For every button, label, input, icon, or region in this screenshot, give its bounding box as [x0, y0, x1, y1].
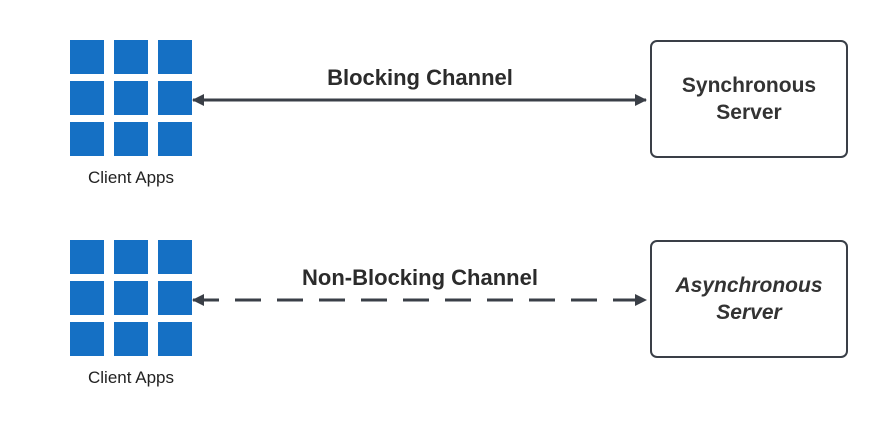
- client-apps-caption: Client Apps: [88, 168, 174, 187]
- client-apps-grid-icon: [70, 40, 192, 162]
- synchronous-server-box: Synchronous Server: [650, 40, 848, 158]
- client-apps-grid-icon: [70, 240, 192, 362]
- non-blocking-channel-label: Non-Blocking Channel: [302, 265, 538, 290]
- asynchronous-server-label: Asynchronous Server: [675, 274, 823, 324]
- blocking-channel-label: Blocking Channel: [327, 65, 513, 90]
- synchronous-server-label: Synchronous Server: [681, 74, 817, 124]
- client-apps-caption: Client Apps: [88, 368, 174, 387]
- asynchronous-server-box: Asynchronous Server: [650, 240, 848, 358]
